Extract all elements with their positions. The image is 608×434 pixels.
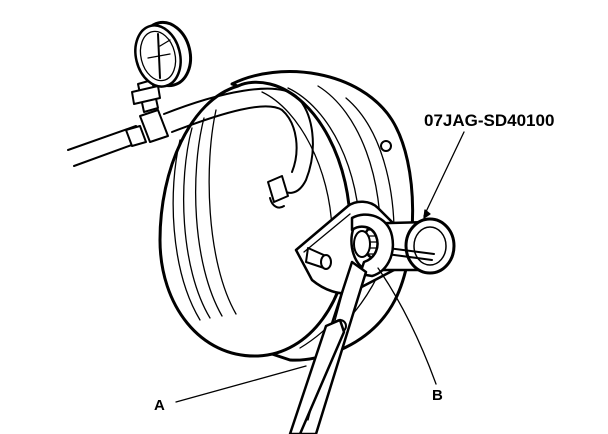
vacuum-hose (67, 87, 314, 209)
callout-b-label: B (432, 387, 443, 404)
leader-lines (175, 131, 465, 403)
wrench (288, 213, 395, 434)
callout-a-label: A (154, 397, 165, 414)
tool-part-number-label: 07JAG-SD40100 (424, 111, 554, 130)
pressure-gauge (131, 20, 193, 113)
